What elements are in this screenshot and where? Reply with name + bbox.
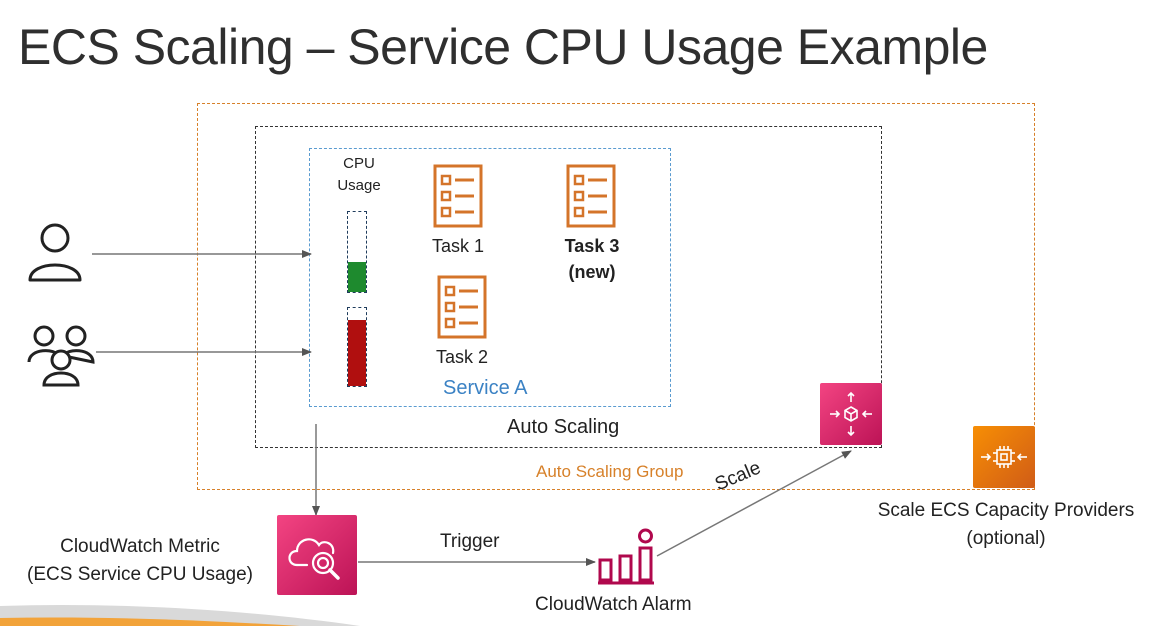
capacity-provider-icon xyxy=(973,426,1035,488)
alarm-icon xyxy=(598,528,654,585)
decorative-swoosh xyxy=(0,604,360,626)
users-icon xyxy=(27,325,95,387)
capacity-providers-line2: (optional) xyxy=(966,528,1046,549)
auto-scaling-icon xyxy=(820,383,882,445)
cloudwatch-alarm-label: CloudWatch Alarm xyxy=(535,594,692,615)
cpu-meter-1-fill xyxy=(348,261,366,292)
capacity-providers-label: Scale ECS Capacity Providers (optional) xyxy=(866,497,1146,553)
capacity-providers-line1: Scale ECS Capacity Providers xyxy=(877,500,1135,521)
cpu-meter-2-fill xyxy=(348,319,366,386)
trigger-label: Trigger xyxy=(440,531,500,552)
cpu-meter-2 xyxy=(347,307,367,387)
cloudwatch-metric-line2: (ECS Service CPU Usage) xyxy=(27,564,253,585)
cpu-meter-1 xyxy=(347,211,367,293)
service-box xyxy=(309,148,671,407)
auto-scaling-group-box xyxy=(197,103,1035,490)
capacity-provider-glyph xyxy=(981,446,1027,468)
auto-scaling-box xyxy=(255,126,882,448)
task-2-icon xyxy=(437,275,487,339)
auto-scaling-glyph xyxy=(830,391,872,437)
auto-scaling-group-label: Auto Scaling Group xyxy=(536,462,684,481)
cloudwatch-metric-label: CloudWatch Metric (ECS Service CPU Usage… xyxy=(20,533,260,589)
service-label: Service A xyxy=(443,377,528,399)
cloudwatch-glyph xyxy=(288,538,340,580)
user-icon xyxy=(28,223,82,282)
cpu-usage-label: CPU Usage xyxy=(337,155,381,194)
task-3-icon xyxy=(566,164,616,228)
cloudwatch-icon xyxy=(277,515,357,595)
page-title: ECS Scaling – Service CPU Usage Example xyxy=(18,19,988,75)
auto-scaling-label: Auto Scaling xyxy=(507,416,620,438)
task-1-icon xyxy=(433,164,483,228)
task-2-label: Task 2 xyxy=(436,347,489,367)
cloudwatch-metric-line1: CloudWatch Metric xyxy=(60,536,220,557)
task-3-label: Task 3 (new) xyxy=(564,236,620,282)
task-1-label: Task 1 xyxy=(432,236,485,256)
